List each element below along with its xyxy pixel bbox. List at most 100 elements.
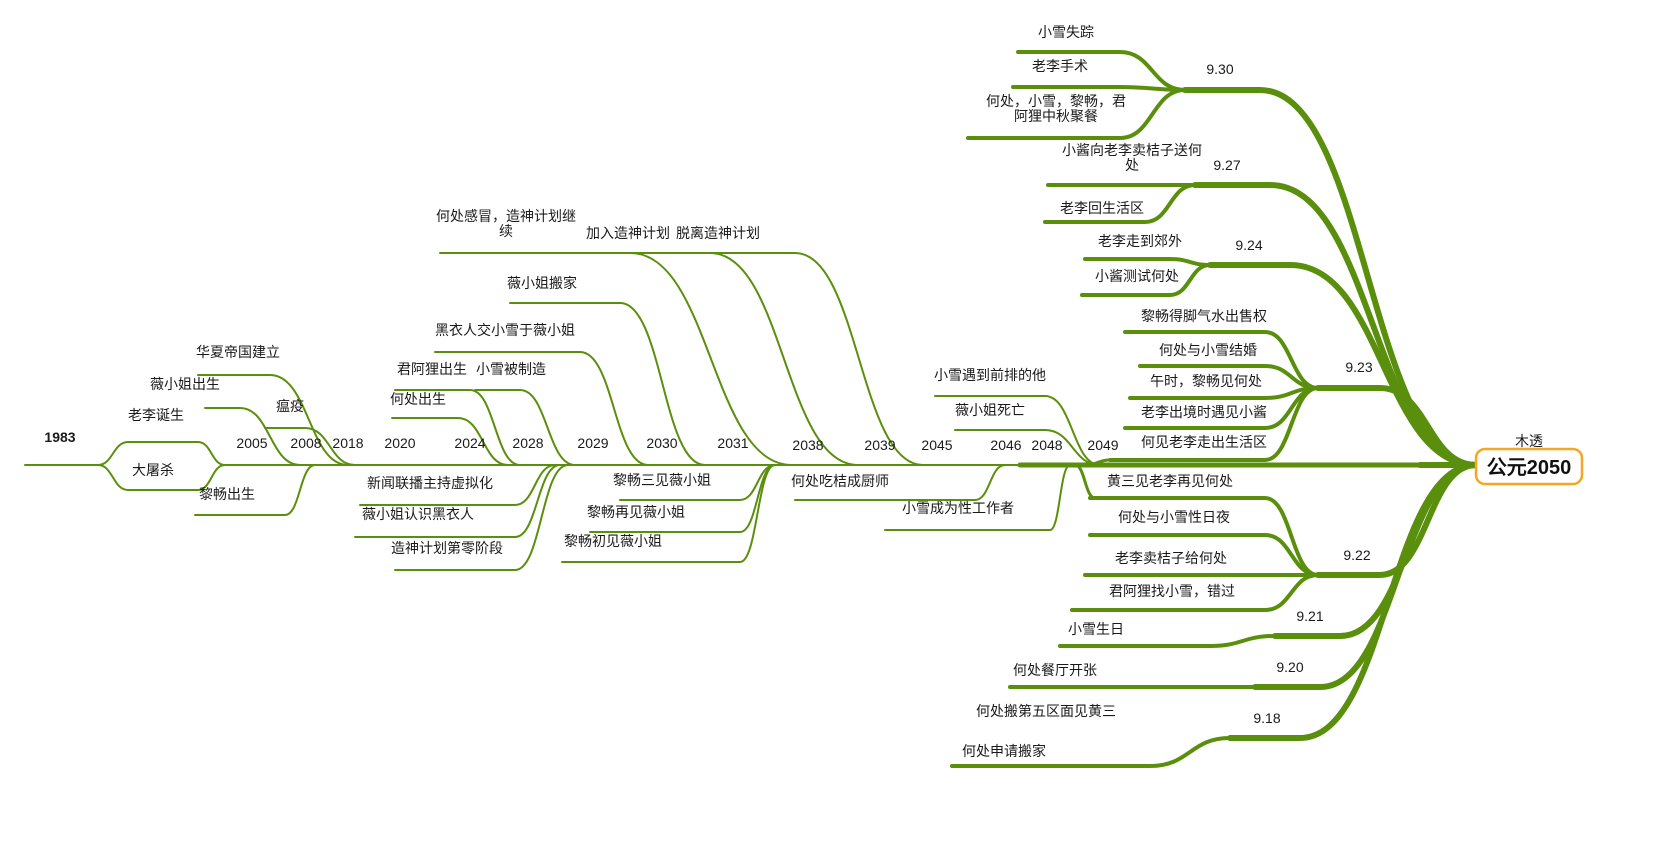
event-label: 何处搬第五区面见黄三: [976, 703, 1116, 719]
date-labels: 9.30 9.27 9.24 9.23 9.22 9.21 9.20 9.18: [1206, 61, 1372, 726]
branch-line: [1058, 634, 1277, 648]
branch-line: [934, 395, 1101, 466]
year-label: 2039: [864, 437, 895, 453]
branch-line: [1073, 463, 1097, 500]
year-label: 2030: [646, 435, 677, 451]
branch-line: [197, 464, 226, 491]
center-node-tag: 木透: [1515, 433, 1543, 449]
branch-line: [394, 389, 521, 466]
date-label: 9.27: [1213, 157, 1240, 173]
date-label: 9.20: [1276, 659, 1303, 675]
event-label: 老李回生活区: [1060, 200, 1144, 216]
year-label: 2038: [792, 437, 823, 453]
branch-line: [197, 374, 349, 466]
branch-line: [204, 407, 301, 466]
branch-lines: [24, 50, 1479, 768]
event-label: 君阿狸出生: [397, 361, 467, 377]
event-label: 何处，小雪，黎畅，君: [986, 93, 1126, 109]
year-label: 2024: [454, 435, 485, 451]
date-label: 9.22: [1343, 547, 1370, 563]
branch-line: [1128, 386, 1320, 400]
branch-line: [609, 252, 859, 466]
event-label: 何处吃桔成厨师: [791, 473, 889, 489]
year-label: 2005: [236, 435, 267, 451]
event-label: 何处出生: [390, 391, 446, 407]
branch-line: [1070, 573, 1320, 612]
branch-line: [794, 464, 1006, 501]
event-label: 薇小姐出生: [150, 376, 220, 392]
event-label: 续: [499, 223, 513, 239]
branch-line: [394, 464, 569, 571]
branch-line: [97, 464, 199, 491]
event-label: 小酱向老李卖桔子送何: [1062, 142, 1202, 158]
event-label: 何处与小雪性日夜: [1118, 509, 1230, 525]
event-label: 脱离造神计划: [676, 225, 760, 241]
event-labels: 老李诞生 大屠杀 薇小姐出生 华夏帝国建立 瘟疫 黎畅出生 何处出生 君阿狸出生…: [128, 208, 1046, 556]
branch-line: [264, 427, 356, 466]
center-node[interactable]: 公元2050: [1474, 447, 1584, 486]
event-label: 大屠杀: [132, 462, 174, 478]
branch-line: [194, 464, 316, 516]
event-label: 老李诞生: [128, 407, 184, 423]
branch-line: [97, 441, 199, 466]
event-label: 小雪遇到前排的他: [934, 367, 1046, 383]
event-label: 黎畅得脚气水出售权: [1141, 308, 1267, 324]
event-label: 小雪生日: [1068, 621, 1124, 637]
branch-line: [1083, 257, 1212, 267]
branch-line: [950, 736, 1232, 768]
event-label: 薇小姐死亡: [955, 402, 1025, 418]
event-label: 何见老李走出生活区: [1141, 434, 1267, 450]
branch-line: [391, 417, 509, 466]
year-label: 2031: [717, 435, 748, 451]
date-label: 9.21: [1296, 608, 1323, 624]
center-node-frame: [1474, 447, 1584, 486]
branch-line: [1043, 183, 1197, 224]
year-label: 2048: [1031, 437, 1062, 453]
year-label: 2020: [384, 435, 415, 451]
event-labels-right: 小雪失踪 老李手术 何处，小雪，黎畅，君 阿狸中秋聚餐 小酱向老李卖桔子送何 处…: [962, 24, 1267, 759]
branch-line: [359, 464, 556, 506]
year-label: 2028: [512, 435, 543, 451]
year-label: 2008: [290, 435, 321, 451]
branch-line: [1011, 85, 1187, 92]
branch-line: [354, 464, 561, 538]
event-label: 加入造神计划: [586, 225, 670, 241]
branch-line: [509, 302, 706, 466]
event-label: 造神计划第零阶段: [391, 540, 503, 556]
event-label: 何处感冒，造神计划继: [436, 208, 576, 224]
branch-line: [439, 252, 793, 466]
center-node-title: 公元2050: [1487, 456, 1572, 479]
event-label: 黎畅三见薇小姐: [613, 472, 711, 488]
event-label: 黑衣人交小雪于薇小姐: [435, 322, 575, 338]
event-label: 何处餐厅开张: [1013, 662, 1097, 678]
event-label: 午时，黎畅见何处: [1150, 373, 1262, 389]
event-label: 处: [1125, 157, 1139, 173]
event-label: 黎畅出生: [199, 486, 255, 502]
branch-line: [1108, 386, 1320, 462]
date-label: 9.24: [1235, 237, 1262, 253]
branch-line: [1315, 462, 1479, 578]
event-label: 薇小姐搬家: [507, 275, 577, 291]
event-label: 小酱测试何处: [1095, 268, 1179, 284]
event-label: 华夏帝国建立: [196, 344, 280, 360]
event-label: 小雪失踪: [1038, 24, 1094, 40]
event-label: 老李走到郊外: [1098, 233, 1182, 249]
event-label: 小雪被制造: [476, 361, 546, 377]
branch-line: [954, 429, 1101, 466]
branch-line: [709, 252, 924, 466]
branch-line: [474, 389, 576, 466]
branch-line: [1207, 262, 1479, 468]
year-label: 2029: [577, 435, 608, 451]
year-label: 2045: [921, 437, 952, 453]
event-label: 薇小姐认识黑衣人: [362, 506, 474, 522]
branch-line: [966, 88, 1187, 140]
event-label: 何处申请搬家: [962, 743, 1046, 759]
event-label: 阿狸中秋聚餐: [1014, 108, 1098, 124]
event-label: 老李卖桔子给何处: [1115, 550, 1227, 566]
event-label: 老李手术: [1032, 58, 1088, 74]
root-year: 1983: [44, 429, 75, 445]
year-label: 2018: [332, 435, 363, 451]
event-label: 黎畅再见薇小姐: [587, 504, 685, 520]
branch-line: [1315, 385, 1479, 468]
branch-line: [1227, 462, 1479, 741]
